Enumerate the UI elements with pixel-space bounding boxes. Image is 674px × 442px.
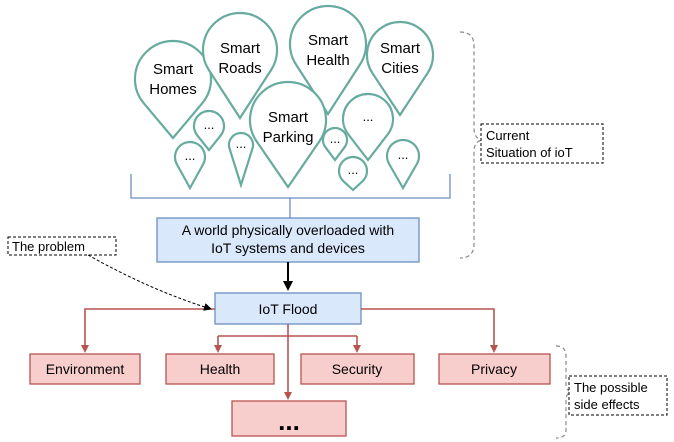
effect-security-label: Security bbox=[332, 361, 383, 377]
pin-shape-more-5 bbox=[321, 126, 349, 162]
pin-label-more-4: ... bbox=[363, 109, 374, 124]
pin-shape-smart-health bbox=[288, 4, 368, 117]
pin-shape-more-7 bbox=[385, 138, 421, 191]
effect-health-label: Health bbox=[200, 361, 240, 377]
pin-shape-more-4 bbox=[341, 92, 395, 162]
effect-health-box bbox=[165, 353, 275, 385]
pin-label-more-3: ... bbox=[236, 136, 247, 151]
iot-domain-pins: SmartHomesSmartRoadsSmartHealthSmartCiti… bbox=[133, 4, 435, 192]
pin-shape-more-3 bbox=[227, 131, 255, 189]
side-effects-note bbox=[568, 375, 668, 416]
flood-to-environment-arrow bbox=[81, 308, 215, 353]
pin-label-smart-homes: Smart bbox=[153, 61, 194, 78]
pin-label-more-7: ... bbox=[398, 147, 409, 162]
effect-security-box bbox=[300, 353, 415, 385]
pin-more-4: ... bbox=[341, 92, 395, 162]
effect-more-label: ... bbox=[278, 406, 300, 436]
pin-more-5: ... bbox=[321, 126, 349, 162]
pin-label-smart-health: Smart bbox=[308, 32, 349, 49]
side-effects-line1: The possible bbox=[574, 380, 648, 395]
effect-more-box bbox=[231, 400, 347, 437]
effect-privacy-box bbox=[438, 353, 551, 385]
pin-more-2: ... bbox=[173, 140, 207, 191]
side-effects-line2: side effects bbox=[574, 397, 640, 412]
pin-label-smart-health: Health bbox=[306, 52, 349, 69]
effect-privacy-label: Privacy bbox=[471, 361, 517, 377]
pin-shape-smart-homes bbox=[133, 39, 213, 140]
iot-flood-label: IoT Flood bbox=[259, 301, 318, 317]
pin-shape-more-1 bbox=[192, 109, 226, 152]
effect-environment-box bbox=[29, 353, 141, 385]
pin-more-7: ... bbox=[385, 138, 421, 191]
problem-pointer-arrow bbox=[87, 254, 212, 311]
pin-shape-more-2 bbox=[173, 140, 207, 191]
iot-flood-box bbox=[214, 292, 362, 325]
pin-label-smart-roads: Roads bbox=[218, 60, 261, 77]
pin-shape-smart-cities bbox=[365, 20, 435, 118]
problem-note bbox=[7, 236, 117, 256]
pin-label-more-1: ... bbox=[204, 117, 215, 132]
pin-more-3: ... bbox=[227, 131, 255, 189]
pin-shape-smart-parking bbox=[248, 80, 328, 189]
pin-more-1: ... bbox=[192, 109, 226, 152]
pin-label-smart-homes: Homes bbox=[149, 81, 197, 98]
pin-more-6: ... bbox=[337, 155, 369, 192]
pin-label-smart-parking: Smart bbox=[268, 109, 309, 126]
flood-to-privacy-arrow bbox=[361, 308, 498, 353]
current-situation-note bbox=[480, 123, 604, 164]
pin-label-more-5: ... bbox=[330, 131, 341, 146]
problem-note-label: The problem bbox=[12, 239, 85, 254]
pin-label-smart-cities: Cities bbox=[381, 60, 419, 77]
effect-environment-label: Environment bbox=[46, 361, 125, 377]
pin-shape-smart-roads bbox=[201, 11, 279, 121]
current-situation-brace bbox=[459, 31, 485, 259]
world-overloaded-box bbox=[156, 217, 420, 263]
pin-label-more-6: ... bbox=[348, 162, 359, 177]
current-situation-line2: Situation of ioT bbox=[486, 145, 573, 160]
world-box-line1: A world physically overloaded with bbox=[182, 222, 394, 238]
pin-label-more-2: ... bbox=[185, 148, 196, 163]
current-situation-line1: Current bbox=[486, 128, 530, 143]
pin-label-smart-parking: Parking bbox=[263, 129, 314, 146]
pin-label-smart-roads: Smart bbox=[220, 40, 261, 57]
world-box-line2: IoT systems and devices bbox=[211, 240, 365, 256]
pin-shape-more-6 bbox=[337, 155, 369, 192]
pin-label-smart-cities: Smart bbox=[380, 40, 421, 57]
